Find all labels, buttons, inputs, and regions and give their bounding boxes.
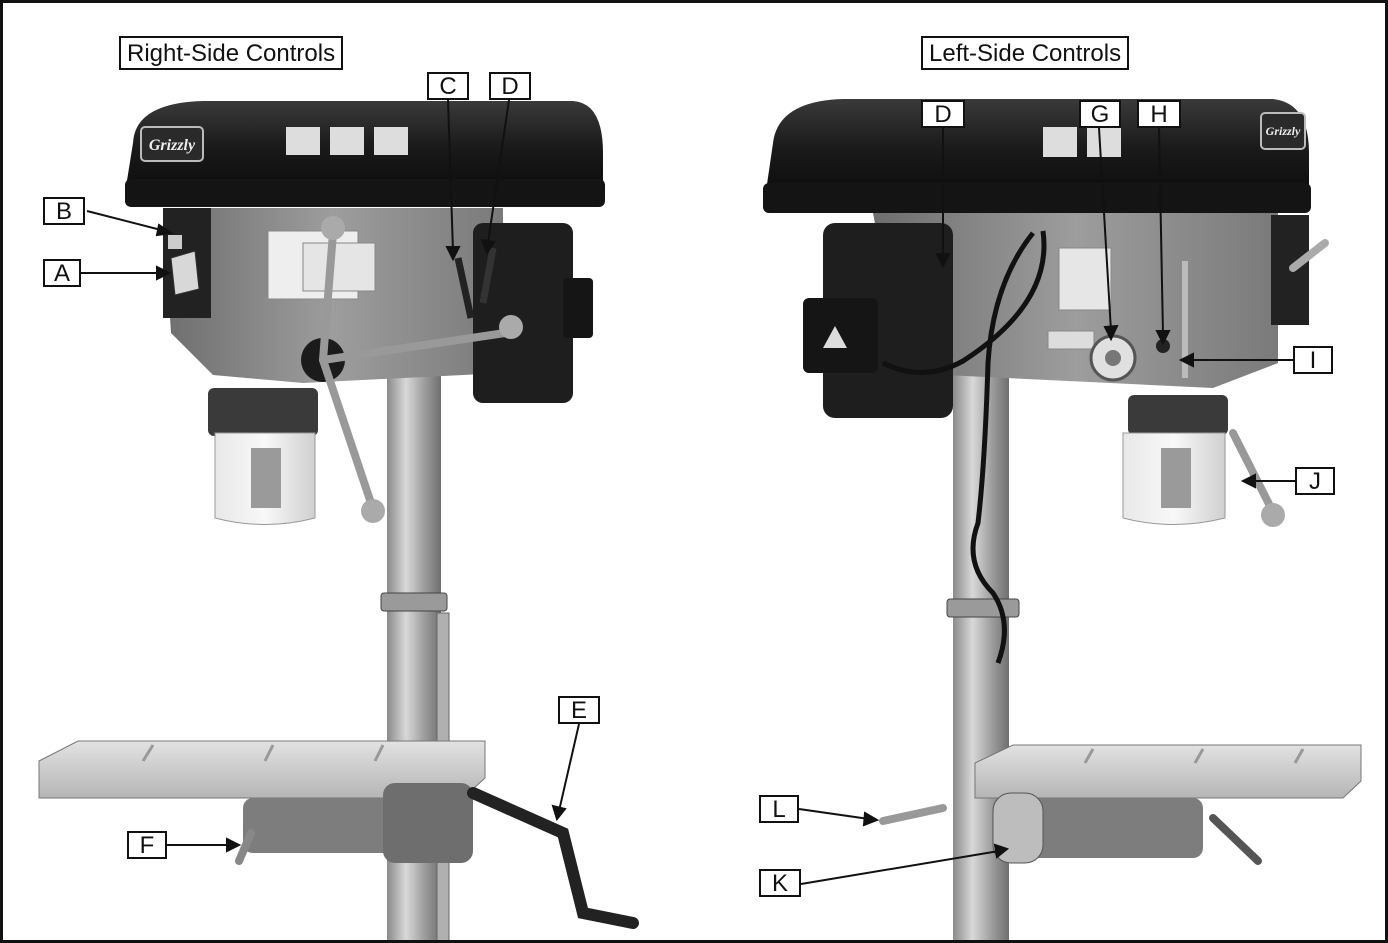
table-arm bbox=[993, 798, 1203, 858]
motor bbox=[473, 223, 573, 403]
column-collar bbox=[380, 592, 448, 612]
warning-label bbox=[374, 127, 408, 155]
grizzly-logo-plate bbox=[140, 126, 204, 162]
notice-label bbox=[1047, 330, 1095, 350]
pulley-cover-lip bbox=[763, 183, 1311, 213]
arrowhead-e bbox=[551, 804, 567, 822]
warning-label bbox=[1043, 127, 1077, 157]
leader-line-d-right bbox=[487, 99, 510, 244]
motor-switch-box bbox=[803, 298, 878, 373]
crank-handle bbox=[467, 787, 639, 929]
callout-label-h: H bbox=[1137, 100, 1181, 128]
work-table bbox=[974, 744, 1362, 799]
grizzly-logo-plate bbox=[1260, 112, 1306, 150]
feed-knob bbox=[321, 216, 345, 240]
callout-label-j: J bbox=[1295, 467, 1335, 495]
leader-line-l bbox=[798, 808, 870, 820]
on-off-lever bbox=[1289, 239, 1329, 272]
chuck bbox=[1161, 448, 1191, 508]
callout-label-d-left: D bbox=[921, 100, 965, 128]
arrowhead-a bbox=[156, 265, 172, 281]
arrowhead-d-right bbox=[480, 238, 496, 256]
table-scale-ring bbox=[992, 792, 1044, 864]
callout-label-l: L bbox=[759, 795, 799, 823]
arrowhead-j bbox=[1240, 473, 1256, 489]
column-collar bbox=[946, 598, 1020, 618]
leader-line-k bbox=[800, 850, 1000, 885]
arrowhead-b bbox=[155, 223, 174, 237]
callout-label-f: F bbox=[127, 831, 167, 859]
right-side-controls-caption: Right-Side Controls bbox=[119, 36, 344, 70]
leader-lines bbox=[81, 99, 1295, 885]
motor-warning-triangle bbox=[823, 326, 847, 348]
arrowhead-f bbox=[226, 837, 242, 853]
motor-junction-box bbox=[563, 278, 593, 338]
spindle-collar bbox=[1128, 395, 1228, 435]
column-lock-lever bbox=[879, 804, 947, 825]
drill-press-illustration: Grizzly bbox=[38, 99, 1362, 940]
belt-tension-lever bbox=[479, 247, 497, 304]
right-side-drill-press: Grizzly bbox=[38, 101, 639, 940]
arrowhead-c bbox=[445, 246, 461, 262]
power-cord bbox=[881, 230, 1047, 375]
table-slots bbox=[1083, 748, 1305, 764]
arrowhead-g bbox=[1103, 324, 1119, 342]
warning-label bbox=[286, 127, 320, 155]
left-side-controls-caption: Left-Side Controls bbox=[921, 36, 1130, 70]
feed-handle bbox=[1229, 429, 1275, 512]
arrowhead-k bbox=[993, 843, 1010, 859]
callout-label-a: A bbox=[43, 259, 81, 287]
switch-key bbox=[168, 235, 182, 249]
table-bracket bbox=[383, 783, 473, 863]
pulley-cover-lip bbox=[125, 179, 605, 207]
feed-handle bbox=[319, 329, 509, 364]
belt-tension-lever bbox=[454, 257, 475, 319]
depth-lock bbox=[1156, 339, 1170, 353]
warning-label bbox=[1087, 127, 1121, 157]
feed-handle bbox=[319, 229, 337, 364]
table-slots bbox=[141, 744, 385, 762]
table-lock bbox=[1209, 814, 1262, 865]
warning-label bbox=[330, 127, 364, 155]
callout-label-i: I bbox=[1293, 346, 1333, 374]
callout-label-c: C bbox=[427, 72, 469, 100]
leader-line-e bbox=[558, 723, 580, 812]
feed-knob bbox=[361, 499, 385, 523]
grizzly-logo-text: Grizzly bbox=[1266, 124, 1301, 138]
feed-handle bbox=[319, 356, 375, 507]
leader-line-g bbox=[1098, 127, 1112, 332]
variable-speed-knob-hub bbox=[1105, 350, 1121, 366]
spindle-collar bbox=[208, 388, 318, 436]
callout-label-d-right: D bbox=[489, 72, 531, 100]
warning-label bbox=[1058, 247, 1112, 311]
on-off-paddle bbox=[170, 250, 200, 296]
arrowhead-i bbox=[1178, 352, 1194, 368]
arrowhead-h bbox=[1155, 330, 1171, 346]
leader-line-h bbox=[1158, 127, 1164, 336]
power-cord bbox=[970, 231, 1035, 664]
grizzly-logo-text: Grizzly bbox=[149, 137, 196, 154]
work-table bbox=[38, 740, 486, 799]
arrowhead-l bbox=[862, 811, 880, 827]
callout-label-g: G bbox=[1079, 100, 1121, 128]
callout-label-k: K bbox=[759, 869, 801, 897]
feed-knob bbox=[499, 315, 523, 339]
feed-knob bbox=[1261, 503, 1285, 527]
arrowhead-d-left bbox=[935, 253, 951, 269]
table-lock bbox=[235, 829, 255, 865]
leader-line-b bbox=[86, 210, 166, 232]
leader-line-c bbox=[447, 99, 454, 252]
callout-label-e: E bbox=[558, 696, 600, 724]
callout-label-b: B bbox=[43, 197, 85, 225]
spec-label bbox=[302, 242, 376, 292]
chuck bbox=[251, 448, 281, 508]
left-side-drill-press: Grizzly bbox=[763, 99, 1362, 940]
